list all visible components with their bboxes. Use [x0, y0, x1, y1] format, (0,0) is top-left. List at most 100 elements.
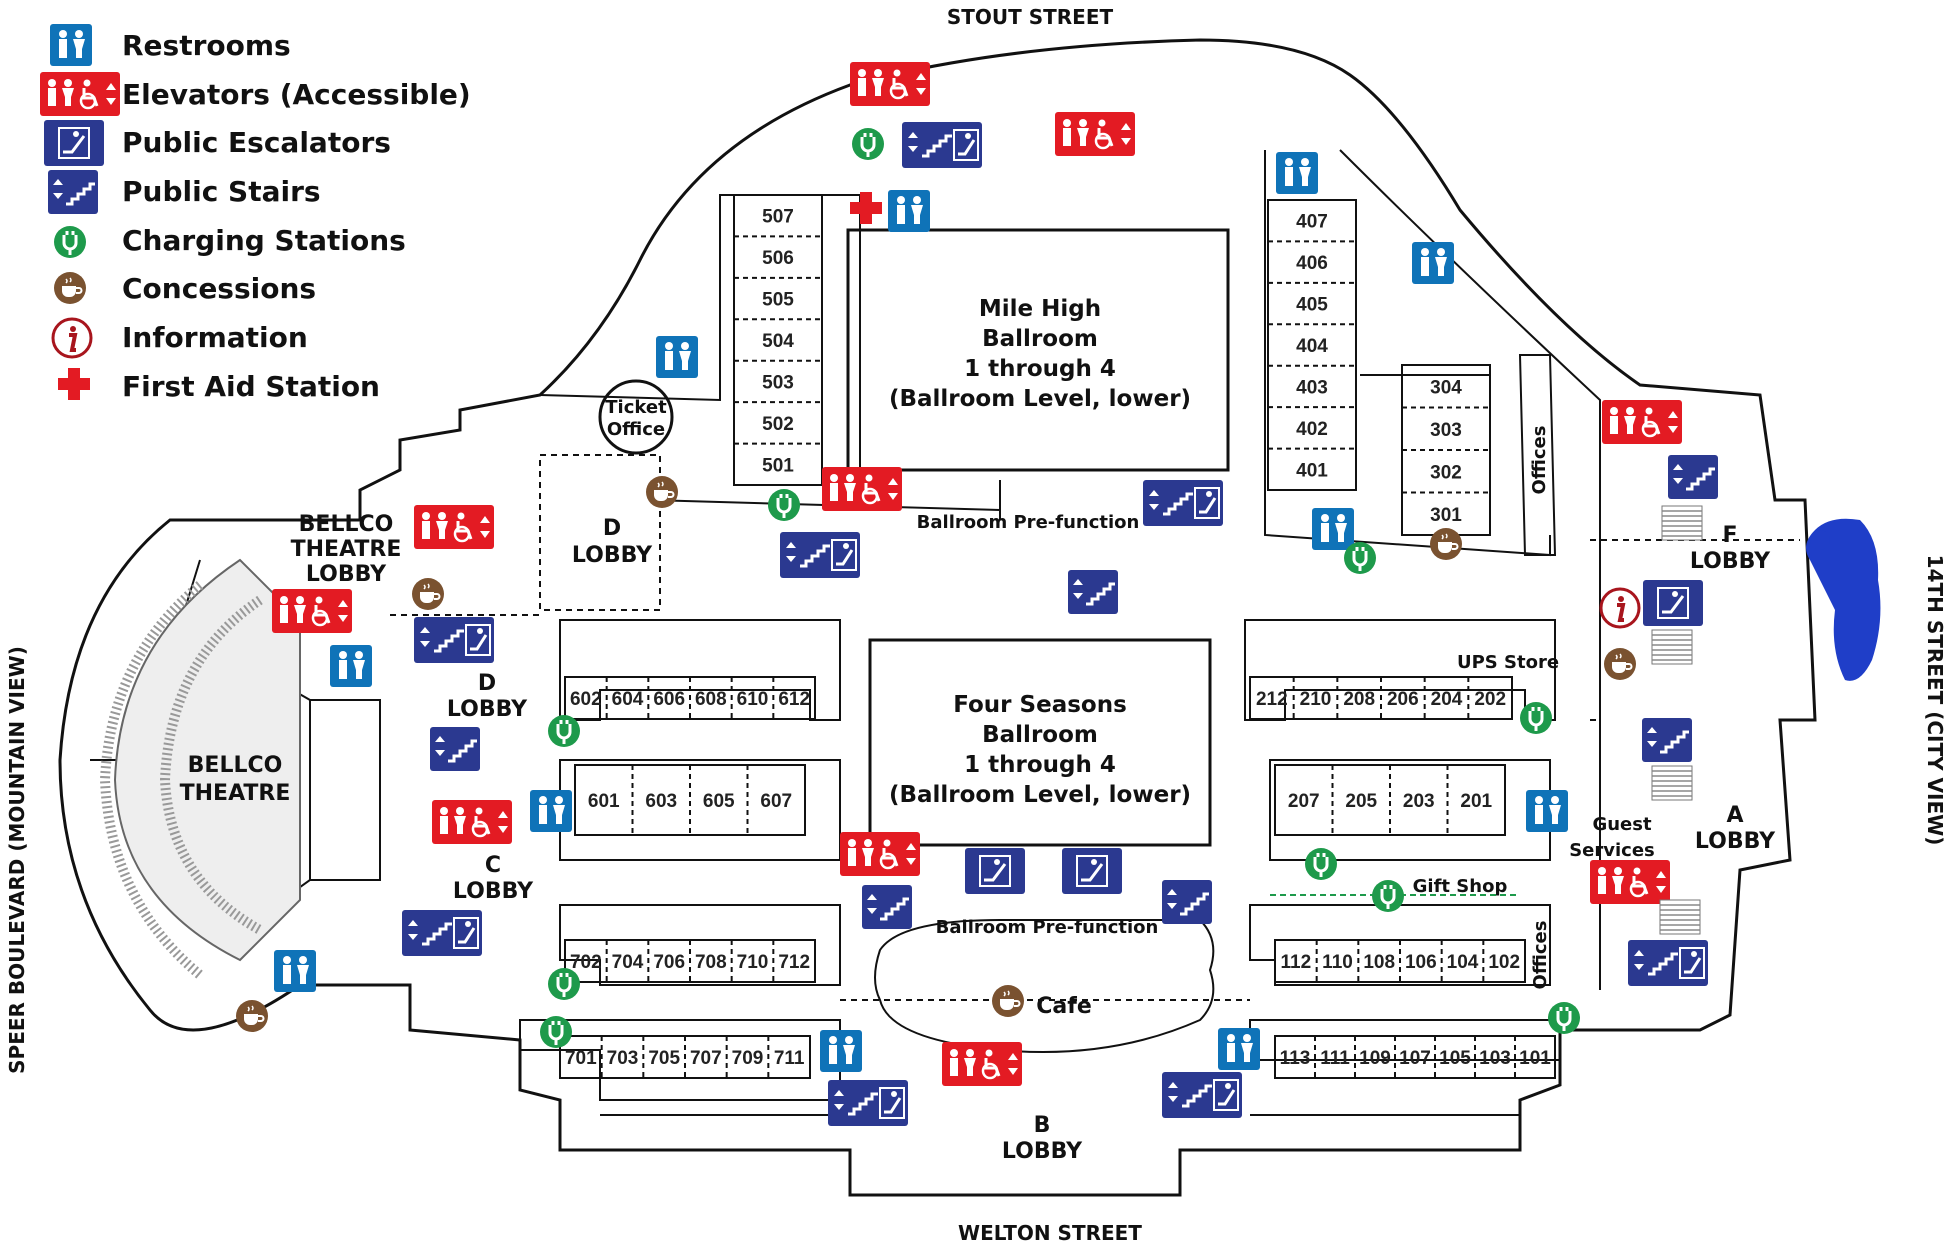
prefunction-lower: Ballroom Pre-function: [936, 917, 1159, 938]
room-110[interactable]: 110: [1322, 952, 1353, 973]
room-610[interactable]: 610: [737, 689, 769, 710]
info-icon: [51, 317, 93, 359]
room-501[interactable]: 501: [762, 455, 794, 476]
room-604[interactable]: 604: [612, 689, 644, 710]
room-505[interactable]: 505: [762, 290, 794, 311]
room-710[interactable]: 710: [737, 952, 769, 973]
room-203[interactable]: 203: [1403, 791, 1435, 812]
info-icon: [1599, 587, 1641, 629]
room-711[interactable]: 711: [774, 1048, 805, 1069]
room-606[interactable]: 606: [653, 689, 685, 710]
room-102[interactable]: 102: [1488, 952, 1520, 973]
room-112[interactable]: 112: [1281, 952, 1312, 973]
room-103[interactable]: 103: [1479, 1048, 1511, 1069]
room-712[interactable]: 712: [778, 952, 810, 973]
ticket-office[interactable]: [598, 379, 674, 455]
stairs-steps: [1661, 505, 1703, 541]
room-707[interactable]: 707: [690, 1048, 722, 1069]
room-503[interactable]: 503: [762, 372, 794, 393]
d-lobby-lower-line-2: LOBBY: [447, 697, 528, 722]
room-301[interactable]: 301: [1430, 505, 1462, 526]
room-202[interactable]: 202: [1474, 689, 1506, 710]
charging-icon: [1518, 700, 1554, 736]
room-304[interactable]: 304: [1430, 377, 1462, 398]
charging-icon: [546, 966, 582, 1002]
room-207[interactable]: 207: [1288, 791, 1320, 812]
charging-icon: [1342, 540, 1378, 576]
legend-stairs: Public Stairs: [122, 175, 321, 208]
room-104[interactable]: 104: [1447, 952, 1479, 973]
room-106[interactable]: 106: [1405, 952, 1437, 973]
room-109[interactable]: 109: [1359, 1048, 1391, 1069]
stairs-icon: [1066, 568, 1120, 616]
room-204[interactable]: 204: [1431, 689, 1463, 710]
room-701[interactable]: 701: [565, 1048, 597, 1069]
restroom-icon: [1526, 790, 1568, 832]
room-111[interactable]: 111: [1320, 1048, 1350, 1069]
elevator-icon: [1600, 398, 1684, 446]
room-404[interactable]: 404: [1296, 336, 1328, 357]
room-105[interactable]: 105: [1439, 1048, 1471, 1069]
escalator-icon: [1626, 938, 1710, 988]
room-401[interactable]: 401: [1296, 460, 1328, 481]
legend-escalators: Public Escalators: [122, 126, 391, 159]
room-704[interactable]: 704: [612, 952, 644, 973]
stairs-steps: [1659, 899, 1701, 935]
room-205[interactable]: 205: [1345, 791, 1377, 812]
room-206[interactable]: 206: [1387, 689, 1419, 710]
room-302[interactable]: 302: [1430, 462, 1462, 483]
room-210[interactable]: 210: [1300, 689, 1332, 710]
room-705[interactable]: 705: [648, 1048, 680, 1069]
room-702[interactable]: 702: [570, 952, 602, 973]
bellco-lobby-line-1: BELLCO: [299, 512, 394, 537]
room-709[interactable]: 709: [732, 1048, 764, 1069]
room-block-r400: [1267, 199, 1357, 491]
room-507[interactable]: 507: [762, 207, 794, 228]
c-lobby-line-1: C: [485, 853, 501, 878]
room-504[interactable]: 504: [762, 331, 794, 352]
room-706[interactable]: 706: [653, 952, 685, 973]
room-406[interactable]: 406: [1296, 253, 1328, 274]
four-seasons-line-3: 1 through 4: [964, 752, 1116, 778]
room-502[interactable]: 502: [762, 414, 794, 435]
room-708[interactable]: 708: [695, 952, 727, 973]
room-407[interactable]: 407: [1296, 212, 1328, 233]
d-lobby-upper-line-1: D: [603, 516, 621, 541]
mile-high-line-4: (Ballroom Level, lower): [889, 386, 1191, 412]
firstaid-icon: [850, 192, 882, 224]
room-303[interactable]: 303: [1430, 420, 1462, 441]
room-108[interactable]: 108: [1363, 952, 1395, 973]
room-602[interactable]: 602: [570, 689, 602, 710]
room-107[interactable]: 107: [1399, 1048, 1431, 1069]
bellco-theatre[interactable]: [99, 558, 301, 979]
room-402[interactable]: 402: [1296, 419, 1328, 440]
room-101[interactable]: 101: [1519, 1048, 1551, 1069]
mile-high-line-2: Ballroom: [982, 326, 1098, 352]
room-403[interactable]: 403: [1296, 377, 1328, 398]
charging-icon: [1303, 846, 1339, 882]
restroom-icon: [656, 336, 698, 378]
room-208[interactable]: 208: [1343, 689, 1375, 710]
room-506[interactable]: 506: [762, 248, 794, 269]
room-703[interactable]: 703: [607, 1048, 639, 1069]
blue-bear-icon: [1806, 518, 1881, 681]
c-lobby-line-2: LOBBY: [453, 879, 534, 904]
room-405[interactable]: 405: [1296, 295, 1328, 316]
room-201[interactable]: 201: [1460, 791, 1492, 812]
room-608[interactable]: 608: [695, 689, 727, 710]
room-block-r500: [733, 194, 823, 486]
room-603[interactable]: 603: [645, 791, 677, 812]
bellco-lobby-line-2: THEATRE: [291, 537, 402, 562]
room-612[interactable]: 612: [778, 689, 810, 710]
gift-shop-label: Gift Shop: [1413, 876, 1508, 897]
four-seasons-ballroom[interactable]: [868, 638, 1212, 847]
room-601[interactable]: 601: [588, 791, 620, 812]
room-113[interactable]: 113: [1280, 1048, 1311, 1069]
elevator-icon: [1053, 110, 1137, 158]
room-607[interactable]: 607: [760, 791, 792, 812]
room-605[interactable]: 605: [703, 791, 735, 812]
mile-high-ballroom[interactable]: [846, 228, 1230, 472]
room-212[interactable]: 212: [1256, 689, 1288, 710]
street-north: STOUT STREET: [947, 5, 1114, 29]
